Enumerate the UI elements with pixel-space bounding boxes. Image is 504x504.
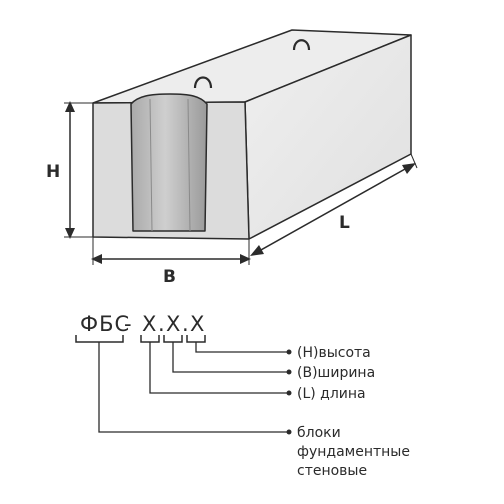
leader-length-dot	[286, 390, 292, 396]
leader-length	[149, 342, 289, 394]
bracket-prefix	[75, 335, 124, 343]
lifting-loop-back	[292, 39, 311, 51]
code-x2: X	[166, 312, 181, 336]
code-x3: X	[190, 312, 205, 336]
code-separator: -	[124, 312, 133, 336]
length-arrow-right	[402, 163, 416, 174]
legend-type-line3: стеновые	[297, 463, 367, 479]
legend-type-line1: блоки	[297, 425, 341, 441]
leader-height	[195, 342, 289, 353]
groove-left-edge	[149, 98, 153, 232]
legend-type-line2: фундаментные	[297, 444, 410, 460]
legend-length: (L) длина	[297, 386, 366, 402]
width-arrow-left	[91, 254, 102, 264]
height-arrow-bottom	[65, 228, 75, 239]
groove-right-edge	[187, 98, 191, 232]
legend-width: (B)ширина	[297, 365, 375, 381]
product-code: ФБС - X . X . X	[80, 312, 205, 336]
front-groove	[130, 93, 208, 232]
legend-height: (H)высота	[297, 345, 371, 361]
lifting-loop-front	[193, 76, 213, 89]
length-ext-right	[410, 153, 418, 169]
leader-type	[98, 342, 289, 433]
length-arrow-left	[250, 245, 264, 256]
height-label: H	[46, 162, 60, 182]
bracket-x1	[140, 335, 160, 343]
code-x1: X	[142, 312, 157, 336]
code-prefix: ФБС	[80, 312, 130, 336]
code-dot2: .	[182, 312, 190, 336]
leader-height-dot	[286, 349, 292, 355]
leader-width	[172, 342, 289, 373]
height-arrow-top	[65, 101, 75, 112]
leader-width-dot	[286, 369, 292, 375]
bracket-x2	[163, 335, 183, 343]
code-dot1: .	[158, 312, 166, 336]
width-label: B	[163, 267, 176, 287]
length-label: L	[339, 213, 350, 233]
leader-type-dot	[286, 429, 292, 435]
width-arrow-right	[240, 254, 251, 264]
bracket-x3	[186, 335, 206, 343]
length-dimension-line	[251, 163, 415, 256]
